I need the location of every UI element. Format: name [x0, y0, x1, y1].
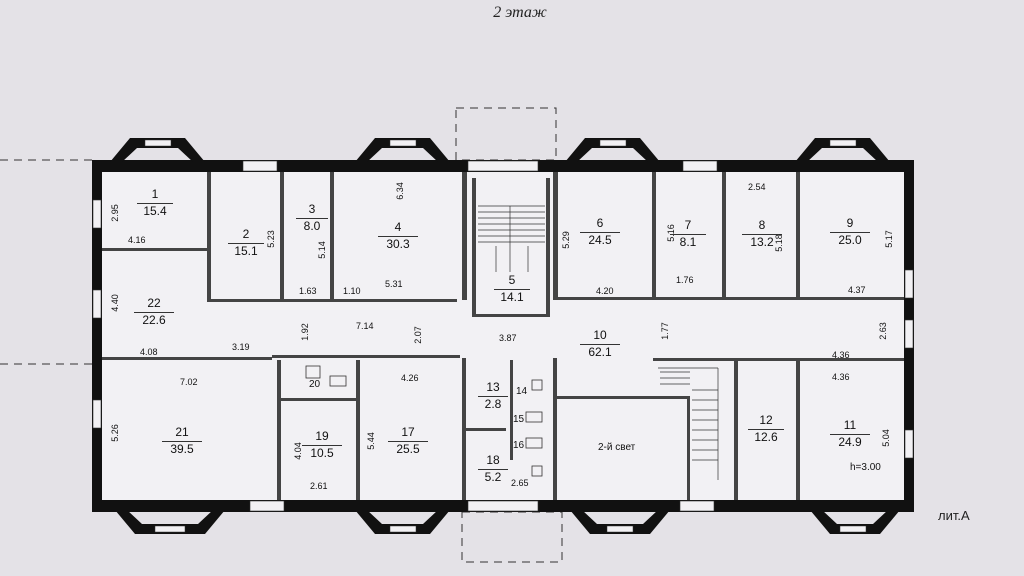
- dim-4-36-b: 4.36: [832, 372, 850, 382]
- dim-2-61: 2.61: [310, 481, 328, 491]
- dim-7-02: 7.02: [180, 377, 198, 387]
- ceiling-height-label: h=3.00: [850, 462, 881, 473]
- dim-4-16: 4.16: [128, 235, 146, 245]
- dim-5-44: 5.44: [365, 432, 376, 450]
- dim-3-87: 3.87: [499, 333, 517, 343]
- dim-2-95: 2.95: [109, 204, 120, 222]
- dim-5-17: 5.17: [883, 230, 894, 248]
- dim-1-92: 1.92: [299, 323, 310, 341]
- dim-5-04: 5.04: [880, 429, 891, 447]
- dim-1-10: 1.10: [343, 286, 361, 296]
- dim-4-08: 4.08: [140, 347, 158, 357]
- dim-5-18: 5.18: [773, 234, 784, 252]
- dim-4-04: 4.04: [292, 442, 303, 460]
- dim-5-23: 5.23: [265, 230, 276, 248]
- dim-1-63: 1.63: [299, 286, 317, 296]
- dim-4-36-a: 4.36: [832, 350, 850, 360]
- room-14: 14: [516, 386, 528, 397]
- dim-4-37: 4.37: [848, 285, 866, 295]
- dim-2-63: 2.63: [877, 322, 888, 340]
- dim-4-40: 4.40: [109, 294, 120, 312]
- dim-6-34: 6.34: [394, 182, 405, 200]
- dim-3-19: 3.19: [232, 342, 250, 352]
- floor-title: 2 этаж: [493, 4, 547, 21]
- dim-2-65: 2.65: [511, 478, 529, 488]
- dim-2-07: 2.07: [412, 326, 423, 344]
- room-20: 20: [309, 379, 321, 390]
- dim-1-77: 1.77: [659, 322, 670, 340]
- dim-5-26: 5.26: [109, 424, 120, 442]
- room-15: 15: [513, 414, 525, 425]
- room-16: 16: [513, 440, 525, 451]
- double-height-label: 2-й свет: [598, 442, 636, 453]
- dim-2-54: 2.54: [748, 182, 766, 192]
- dim-5-14: 5.14: [316, 241, 327, 259]
- dim-4-26: 4.26: [401, 373, 419, 383]
- dim-4-20: 4.20: [596, 286, 614, 296]
- building-label: лит.А: [938, 508, 970, 523]
- dim-7-14: 7.14: [356, 321, 374, 331]
- dim-5-16: 5.16: [665, 224, 676, 242]
- dim-5-31: 5.31: [385, 279, 403, 289]
- dim-5-29: 5.29: [560, 231, 571, 249]
- dim-1-76: 1.76: [676, 275, 694, 285]
